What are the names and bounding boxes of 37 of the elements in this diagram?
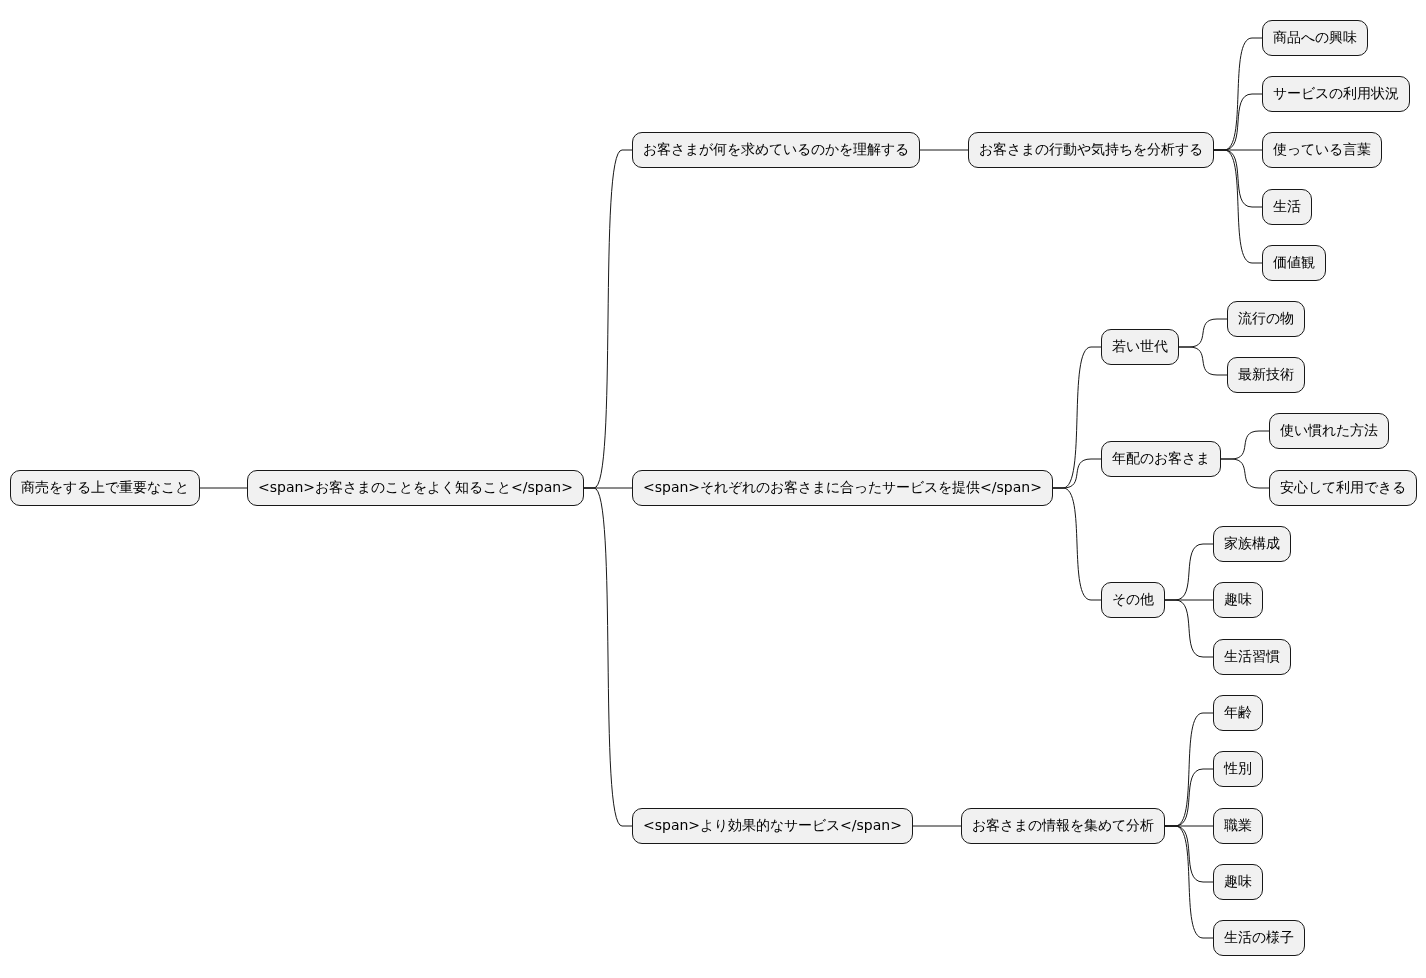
topic-box: その他: [1101, 582, 1165, 618]
topic-box: <span>それぞれのお客さまに合ったサービスを提供</span>: [632, 470, 1053, 506]
topic-box: 趣味: [1213, 582, 1263, 618]
connector-line: [1164, 825, 1214, 939]
topic-box: 安心して利用できる: [1269, 470, 1417, 506]
topic-box: 趣味: [1213, 864, 1263, 900]
topic-box: 最新技術: [1227, 357, 1305, 393]
connector-line: [919, 149, 969, 151]
topic-box: 年配のお客さま: [1101, 441, 1221, 477]
connector-line: [583, 487, 633, 827]
topic-box: 職業: [1213, 808, 1263, 844]
topic-box: 商売をする上で重要なこと: [10, 470, 200, 506]
topic-box: 使い慣れた方法: [1269, 413, 1389, 449]
connector-line: [912, 825, 962, 827]
connector-line: [1178, 346, 1228, 376]
topic-box: お客さまの情報を集めて分析: [961, 808, 1165, 844]
topic-box: <span>より効果的なサービス</span>: [632, 808, 913, 844]
topic-box: お客さまの行動や気持ちを分析する: [968, 132, 1214, 168]
topic-box: 生活: [1262, 189, 1312, 225]
connector-line: [1213, 149, 1263, 264]
connector-line: [1220, 458, 1270, 489]
topic-box: お客さまが何を求めているのかを理解する: [632, 132, 920, 168]
connector-line: [1052, 487, 1102, 601]
topic-box: 生活習慣: [1213, 639, 1291, 675]
topic-box: 流行の物: [1227, 301, 1305, 337]
connector-line: [199, 487, 248, 489]
topic-box: サービスの利用状況: [1262, 76, 1410, 112]
topic-box: 価値観: [1262, 245, 1326, 281]
topic-box: 使っている言葉: [1262, 132, 1382, 168]
topic-box: 商品への興味: [1262, 20, 1368, 56]
topic-box: 性別: [1213, 751, 1263, 787]
topic-box: 若い世代: [1101, 329, 1179, 365]
topic-box: 家族構成: [1213, 526, 1291, 562]
topic-box: 生活の様子: [1213, 920, 1305, 956]
topic-box: 年齢: [1213, 695, 1263, 731]
topic-box: <span>お客さまのことをよく知ること</span>: [247, 470, 584, 506]
connector-line: [1164, 599, 1214, 658]
